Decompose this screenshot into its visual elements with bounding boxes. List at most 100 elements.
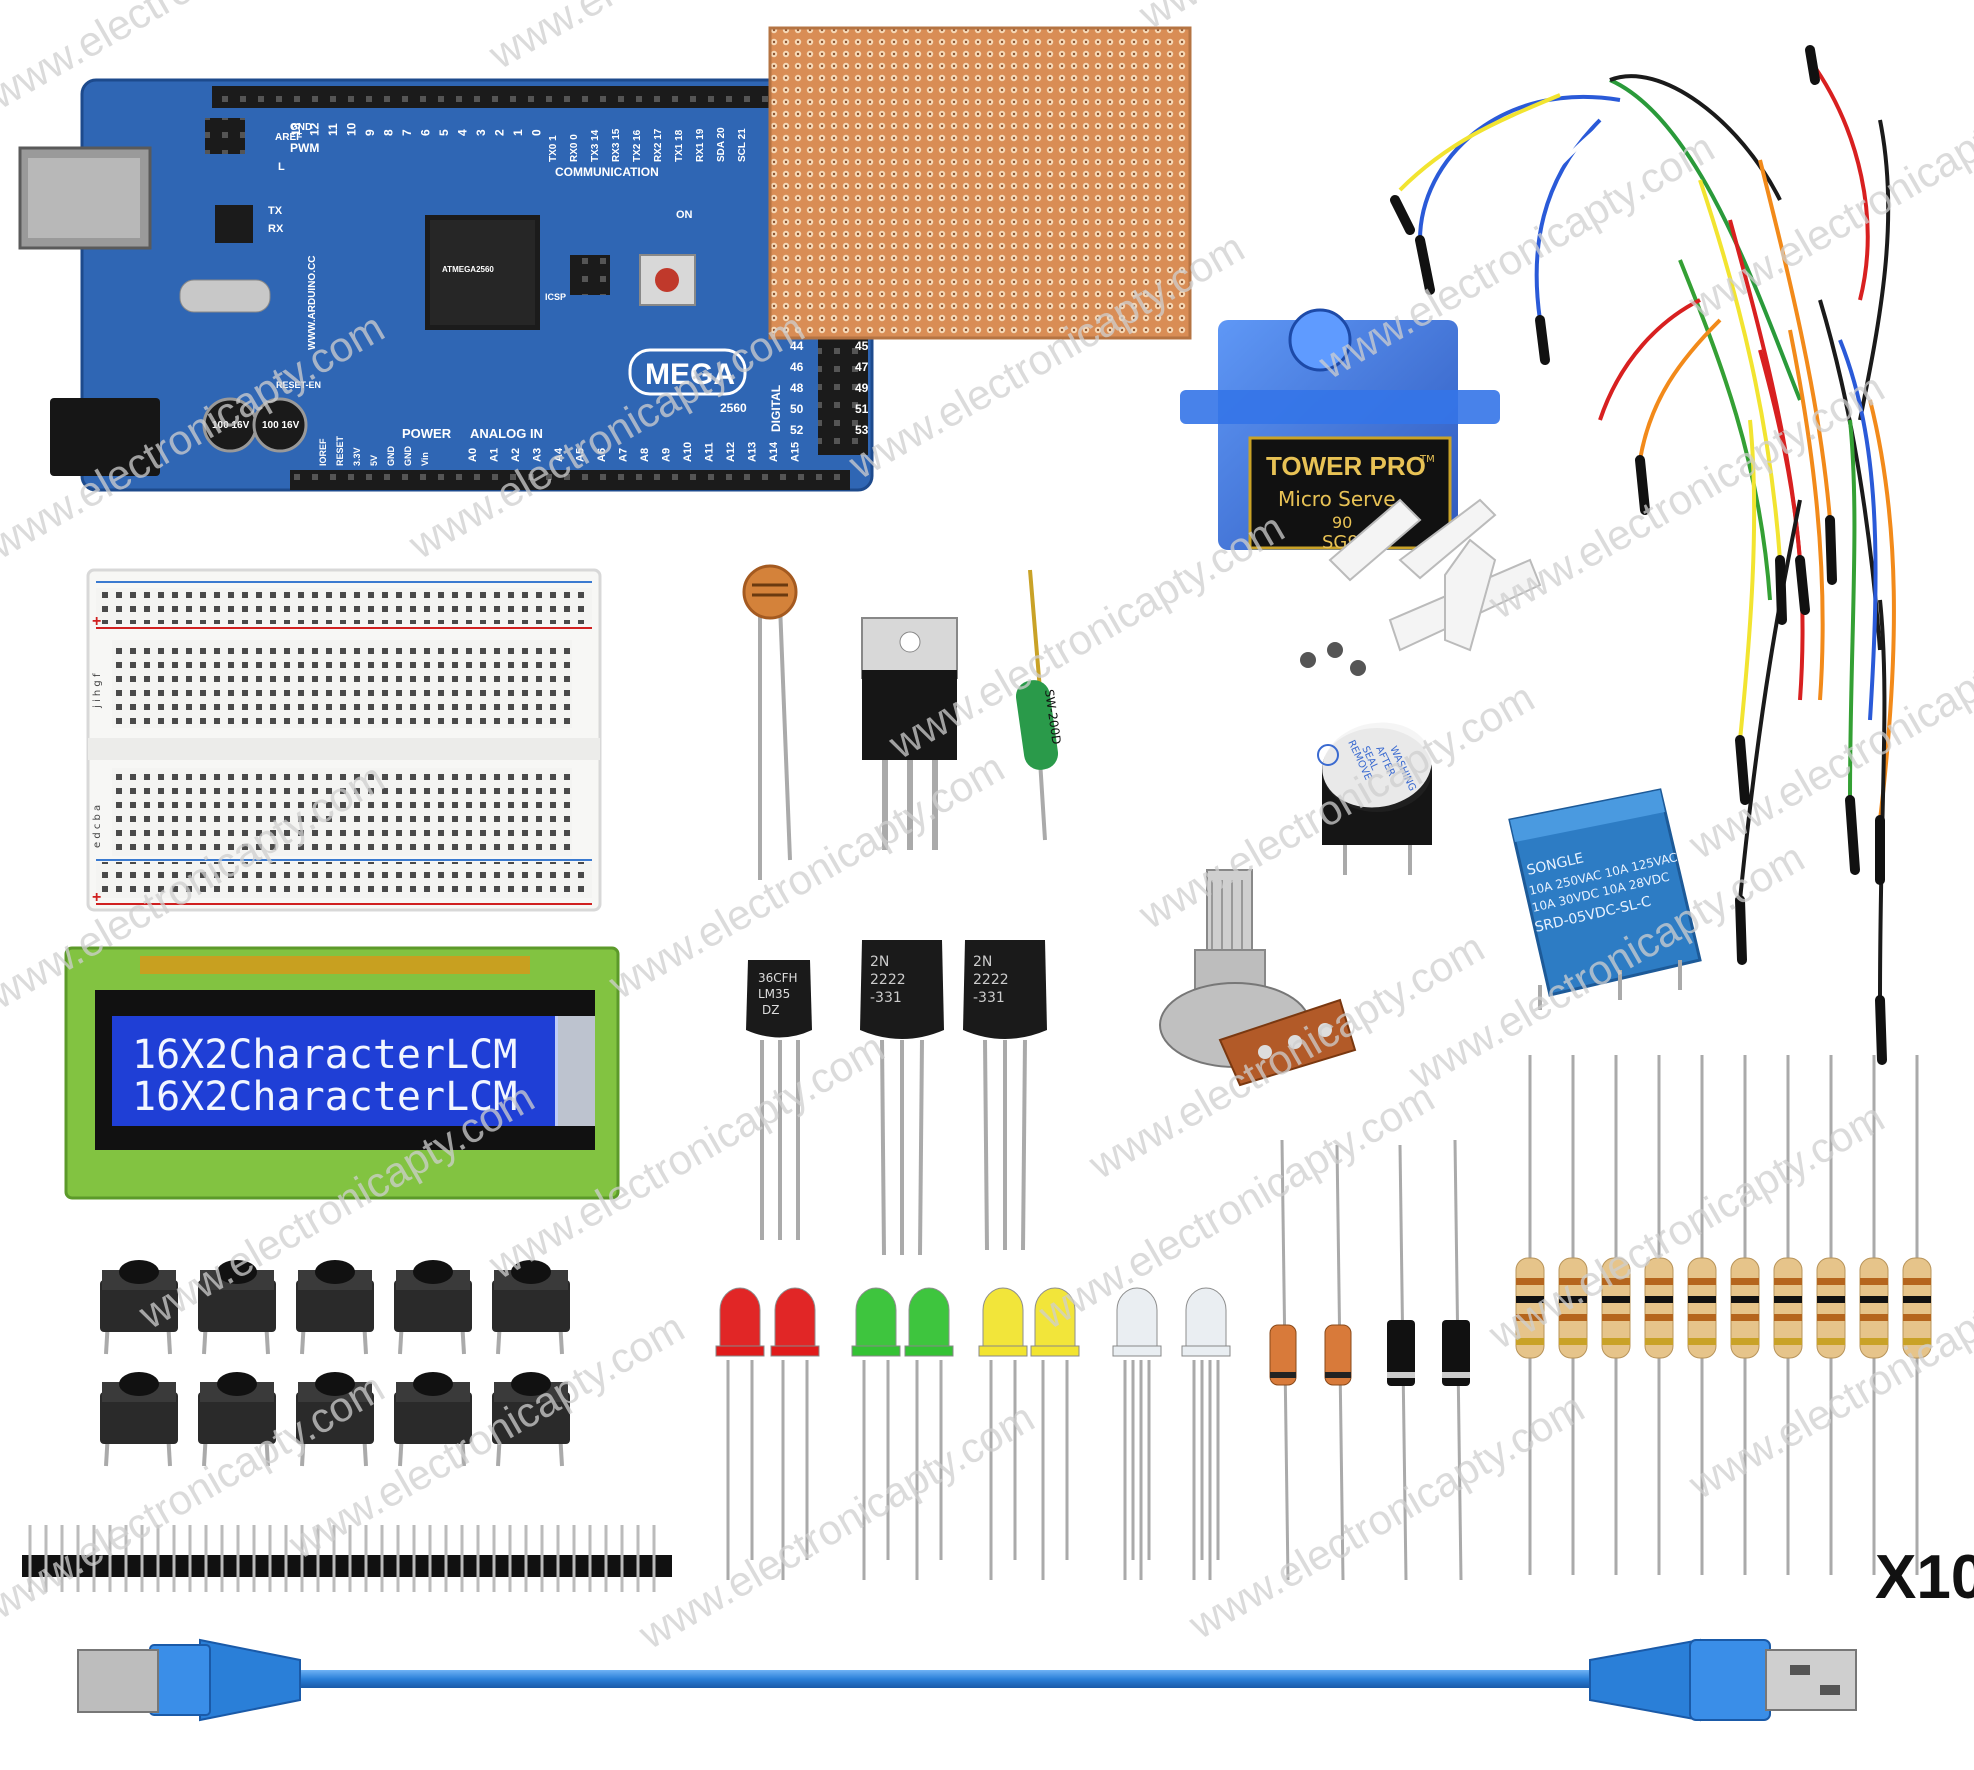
analog-pin-label: A11 [704,442,716,462]
power-label: POWER [402,426,452,441]
servo-code: 90 [1332,513,1352,532]
comm-pin-label: SCL 21 [737,128,748,162]
header-pin-label: 46 [790,360,804,374]
led [978,1287,1028,1580]
tilt-switch: SW-200D [1015,569,1064,841]
zener-diode [1269,1139,1297,1581]
power-pin-label: 5V [369,455,379,466]
relay: SONGLE 10A 250VAC 10A 125VAC 10A 30VDC 1… [1508,788,1702,1010]
lcd-line-1: 16X2CharacterLCM [132,1032,517,1078]
header-pin-label: 47 [855,360,869,374]
arduino-mega-board: ATMEGA2560 100 16V 100 16V MEGA 2560 PWM… [18,78,874,492]
header-pin-label: 52 [790,423,804,437]
power-pin-label: RESET [335,435,345,466]
aref-label: AREF [275,132,302,143]
analog-pin-label: A3 [532,448,544,462]
comm-pin-label: RX3 15 [611,128,622,162]
transistor-1-label-3: -331 [870,990,902,1006]
push-buttons [100,1260,570,1467]
zener-diode [1324,1144,1352,1581]
header-pin-label: 48 [790,381,804,395]
icsp-label: ICSP [545,292,566,302]
transistor-2-label-3: -331 [973,990,1005,1006]
resistor [1601,1055,1631,1575]
comm-pin-label: TX1 18 [674,129,685,162]
header-pin-label: 49 [855,381,869,395]
cap-value-1: 100 16V [212,420,250,431]
watermark-text: www.electronicapty.com [1310,123,1722,388]
digital-pin-label: 13 [289,122,303,136]
rectifier-diode [1387,1144,1415,1581]
analog-pin-label: A6 [596,448,608,462]
digital-pin-label: 2 [493,129,507,136]
digital-pin-label: 4 [456,129,470,136]
on-label: ON [676,209,693,221]
resistor [1859,1055,1889,1575]
power-pin-label: Vin [420,452,430,466]
resistors [1515,1055,1932,1575]
transistor-1-label-1: 2N [870,954,889,970]
potentiometer [1159,869,1357,1087]
analog-pin-label: A7 [618,448,630,462]
breadboard-rows-top: j i h g f [92,673,103,709]
transistor-1-label-2: 2222 [870,972,906,988]
comm-pin-label: RX0 0 [569,134,580,162]
analog-pin-label: A0 [467,448,479,462]
lcd-line-2: 16X2CharacterLCM [132,1074,517,1120]
digital-pin-label: 6 [419,129,433,136]
header-pin-label: 53 [855,423,869,437]
cap-value-2: 100 16V [262,420,300,431]
analog-pin-label: A8 [639,448,651,462]
watermark-text: www.electronicapty.com [1680,63,1974,328]
led [1030,1287,1080,1580]
comm-pin-label: RX1 19 [695,128,706,162]
analog-pin-label: A15 [790,442,802,462]
resistor [1730,1055,1760,1575]
watermark-text: www.electronicapty.com [1030,1073,1442,1338]
push-button [394,1372,472,1467]
digital-pin-label: 5 [437,129,451,136]
servo-motor: TOWER PRO TM Micro Serve 90 SG90 [1180,308,1542,676]
analog-pin-label: A5 [575,448,587,462]
watermark-text: www.electronicapty.com [1680,603,1974,868]
comm-pin-label: RX2 17 [653,128,664,162]
board-name: MEGA [645,358,735,391]
digital-pin-label: 3 [474,129,488,136]
chip-label: ATMEGA2560 [442,265,494,274]
power-pin-label: IOREF [318,438,328,466]
watermark-text: www.electronicapty.com [1130,673,1542,938]
buzzer: REMOVE SEAL AFTER WASHING [1317,722,1432,875]
website-label: WWW.ARDUINO.CC [307,256,318,350]
rgb-led [1181,1287,1231,1580]
pin-header-strip [22,1525,672,1592]
push-button [394,1260,472,1355]
pwm-label: PWM [290,141,319,155]
resistor [1773,1055,1803,1575]
led [770,1287,820,1580]
push-button [100,1372,178,1467]
push-button [100,1260,178,1355]
watermark-text: www.electronicapty.com [630,1393,1042,1658]
breadboard-plus-top: + [92,613,101,630]
temp-label-3: DZ [762,1003,779,1017]
tx-label: TX [268,205,283,217]
transistor-1: 2N 2222 -331 [860,940,944,1256]
leds [715,1287,1231,1580]
analog-pin-label: A9 [661,448,673,462]
analog-in-label: ANALOG IN [470,426,543,441]
temp-label-2: LM35 [758,987,790,1001]
resistor [1902,1055,1932,1575]
push-button [296,1260,374,1355]
servo-model-line: Micro Serve [1278,487,1396,511]
perfboard [768,26,1192,340]
push-button [198,1372,276,1467]
l-label: L [278,161,285,173]
comm-pin-label: TX2 16 [632,129,643,162]
push-button [492,1372,570,1467]
digital-pin-label: 11 [326,123,340,136]
jumper-wires [1390,45,1896,1065]
quantity-label: X10 [1875,1543,1974,1612]
